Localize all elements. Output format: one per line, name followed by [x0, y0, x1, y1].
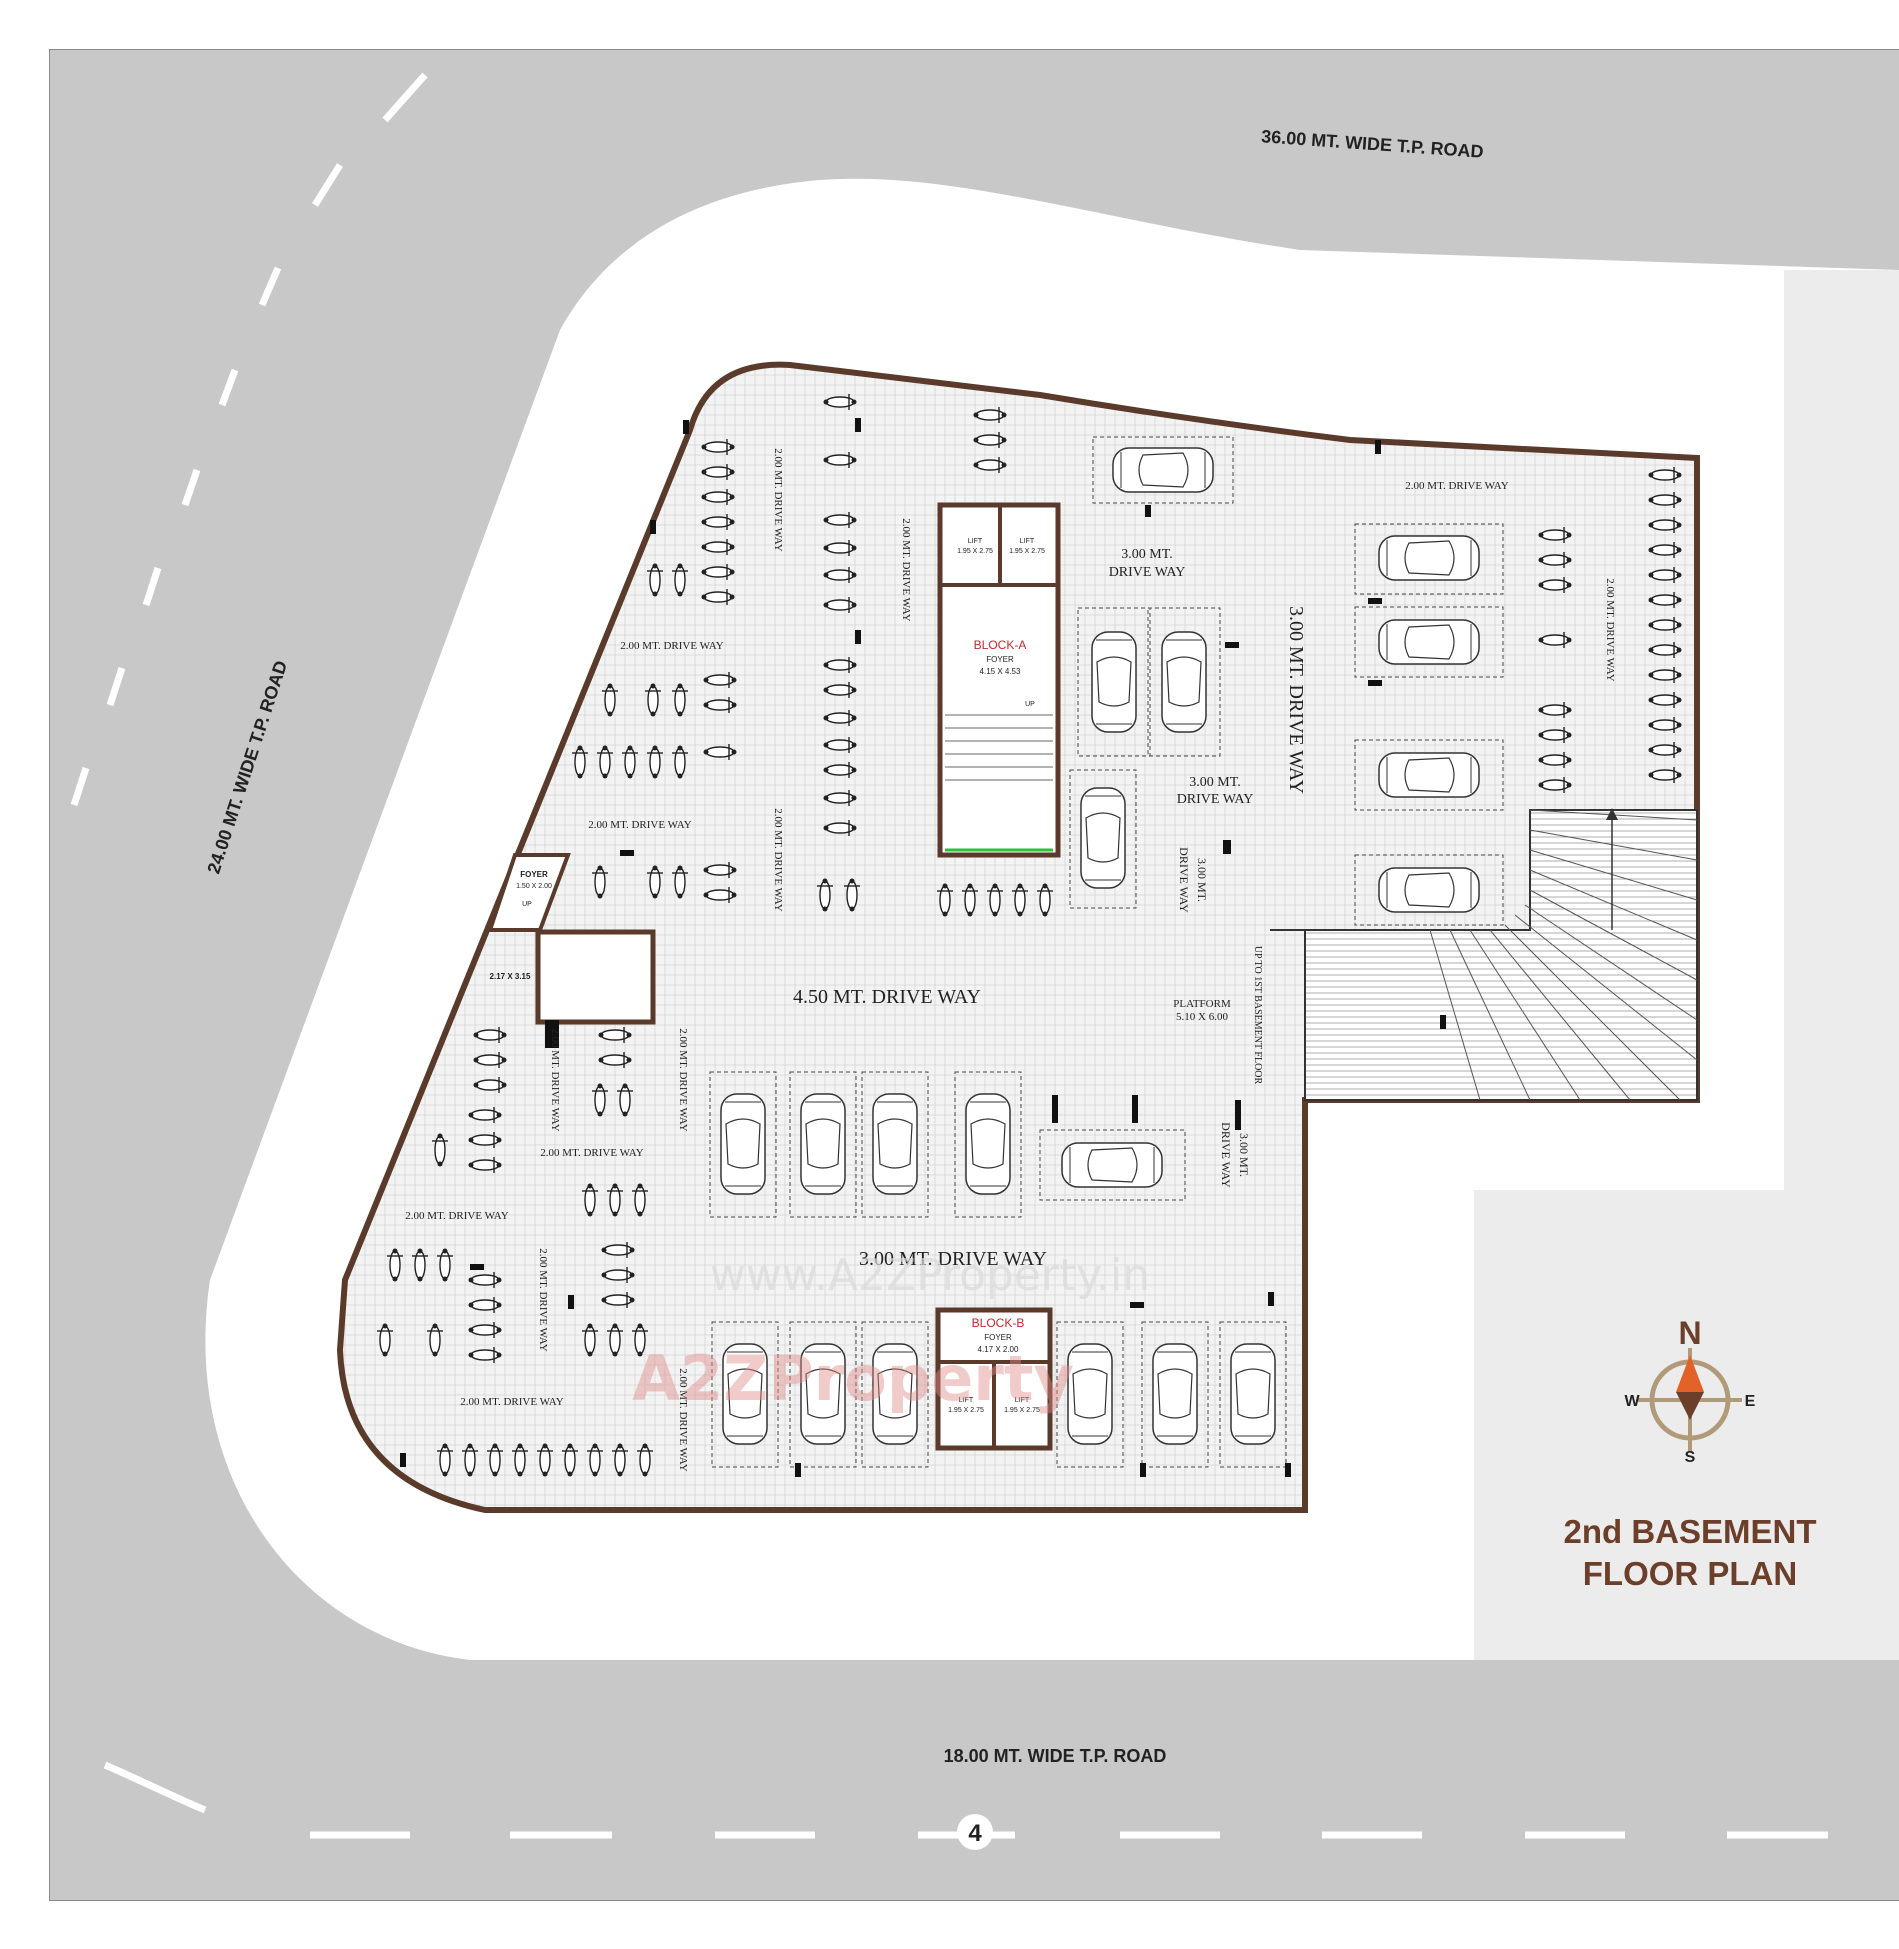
platform-label: PLATFORM	[1173, 998, 1231, 1010]
block-a-foyer-size: 4.15 X 4.53	[980, 667, 1021, 676]
drive-way-mid-b: 3.00 MT.	[1189, 775, 1240, 790]
watermark-brand: A2ZProperty	[632, 1342, 1074, 1415]
drive-way-2m: 2.00 MT. DRIVE WAY	[1405, 480, 1508, 492]
block-b-name: BLOCK-B	[972, 1316, 1025, 1330]
compass-north: N	[1678, 1315, 1701, 1351]
west-foyer-up: UP	[522, 901, 532, 908]
plan-title-line1: 2nd BASEMENT	[1563, 1513, 1816, 1550]
south-road-label: 18.00 MT. WIDE T.P. ROAD	[944, 1746, 1167, 1766]
drive-way-2m: 2.00 MT. DRIVE WAY	[537, 1248, 549, 1351]
block-b-foyer-size: 4.17 X 2.00	[978, 1345, 1019, 1354]
drive-way-vert-low: 3.00 MT.	[1237, 1133, 1251, 1177]
block-a-lift-2-size: 1.95 X 2.75	[1009, 548, 1045, 555]
block-b-lift-2-size: 1.95 X 2.75	[1004, 1407, 1040, 1414]
drive-way-2m: 2.00 MT. DRIVE WAY	[1604, 578, 1616, 681]
drive-way-2m: 2.00 MT. DRIVE WAY	[540, 1147, 643, 1159]
drive-way-2m: 2.00 MT. DRIVE WAY	[549, 1028, 561, 1131]
drive-way-east: 3.00 MT. DRIVE WAY	[1285, 606, 1307, 794]
drive-way-2m: 2.00 MT. DRIVE WAY	[772, 448, 784, 551]
car-stalls	[709, 436, 1504, 1468]
platform-size: 5.10 X 6.00	[1176, 1011, 1228, 1023]
west-road-dashes	[70, 72, 428, 807]
drive-way-main: 4.50 MT. DRIVE WAY	[793, 986, 981, 1008]
block-b-lift-1-size: 1.95 X 2.75	[948, 1407, 984, 1414]
block-a-foyer: FOYER	[986, 655, 1014, 664]
two-meter-driveways: 2.00 MT. DRIVE WAY 2.00 MT. DRIVE WAY 2.…	[405, 448, 1616, 1471]
drive-way-2m: 2.00 MT. DRIVE WAY	[677, 1028, 689, 1131]
compass-south: S	[1685, 1449, 1696, 1466]
drive-way-lower: 3.00 MT. DRIVE WAY	[859, 1248, 1047, 1270]
drive-way-2m: 2.00 MT. DRIVE WAY	[620, 640, 723, 652]
drive-way-mid-a-2: DRIVE WAY	[1109, 565, 1186, 580]
basement-outline	[336, 361, 1700, 1513]
block-b-lift-1: LIFT	[959, 1397, 974, 1404]
ramp-arrow-head	[1606, 808, 1618, 820]
drive-way-2m: 2.00 MT. DRIVE WAY	[405, 1210, 508, 1222]
drive-way-2m: 2.00 MT. DRIVE WAY	[460, 1396, 563, 1408]
columns	[400, 418, 1446, 1477]
west-stair-size: 2.17 X 3.15	[490, 972, 531, 981]
block-b-foyer: FOYER	[984, 1333, 1012, 1342]
drive-way-2m: 2.00 MT. DRIVE WAY	[900, 518, 912, 621]
drive-way-vert-mid-2: DRIVE WAY	[1177, 847, 1191, 913]
south-road-curve	[103, 1761, 207, 1814]
drive-way-vert-mid: 3.00 MT.	[1195, 858, 1209, 902]
block-a-stairs	[945, 714, 1053, 781]
legend-area	[1474, 1190, 1899, 1660]
compass-east: E	[1745, 1393, 1756, 1410]
west-foyer-label: FOYER	[520, 870, 548, 879]
block-a-lift-1: LIFT	[968, 538, 983, 545]
west-foyer-size: 1.50 X 2.00	[516, 883, 552, 890]
compass-west: W	[1624, 1393, 1640, 1410]
drive-way-2m: 2.00 MT. DRIVE WAY	[772, 808, 784, 911]
drive-way-mid-a: 3.00 MT.	[1121, 547, 1172, 562]
watermark-url: www.A2ZProperty.in	[710, 1250, 1150, 1301]
block-b-lift-2: LIFT	[1015, 1397, 1030, 1404]
west-stair	[535, 929, 656, 1025]
page-number: 4	[968, 1820, 982, 1847]
road-area	[50, 50, 1899, 1900]
compass-icon	[1638, 1348, 1742, 1452]
block-a-name: BLOCK-A	[974, 638, 1027, 652]
ramp-label: UP TO 1ST BASEMENT FLOOR	[1252, 946, 1263, 1085]
west-foyer	[487, 853, 571, 932]
block-a-lift-2: LIFT	[1020, 538, 1035, 545]
drive-way-mid-b-2: DRIVE WAY	[1177, 792, 1254, 807]
plan-title-line2: FLOOR PLAN	[1583, 1555, 1797, 1592]
drive-way-2m: 2.00 MT. DRIVE WAY	[677, 1368, 689, 1471]
block-a-up: UP	[1025, 701, 1035, 708]
ramp	[1270, 809, 1698, 1101]
east-plot	[1784, 270, 1899, 1190]
block-a-lift-1-size: 1.95 X 2.75	[957, 548, 993, 555]
drive-way-2m: 2.00 MT. DRIVE WAY	[588, 819, 691, 831]
drive-way-vert-low-2: DRIVE WAY	[1219, 1122, 1233, 1188]
page-number-badge	[957, 1814, 993, 1850]
